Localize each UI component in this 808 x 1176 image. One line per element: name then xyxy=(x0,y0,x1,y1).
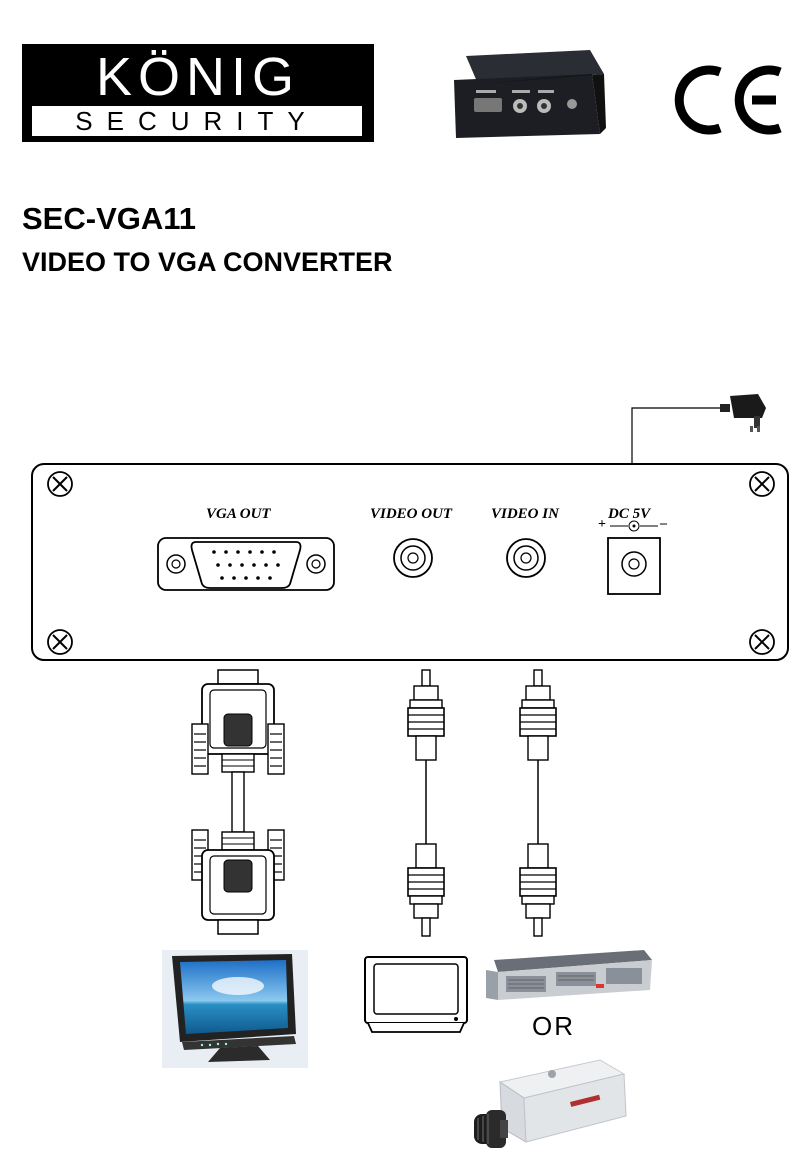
product-name: VIDEO TO VGA CONVERTER xyxy=(22,247,393,277)
power-adapter-cable xyxy=(631,394,766,466)
dc-label: DC 5V xyxy=(608,506,651,522)
brand-sub: SECURITY xyxy=(32,106,362,136)
front-panel xyxy=(31,463,789,661)
rca-cable-video-out-icon xyxy=(407,669,445,937)
dvr-recorder-photo xyxy=(486,950,652,1000)
power-adapter-icon xyxy=(730,394,766,418)
screw-icon xyxy=(47,471,73,497)
screw-icon xyxy=(47,629,73,655)
screw-icon xyxy=(749,629,775,655)
dc-plus-sign: + xyxy=(598,517,606,532)
screw-icon xyxy=(749,471,775,497)
product-code: SEC-VGA11 xyxy=(22,201,197,236)
lcd-monitor-photo xyxy=(162,950,308,1068)
video-in-label: VIDEO IN xyxy=(491,506,559,522)
ce-mark xyxy=(668,58,792,142)
video-out-port-icon xyxy=(393,538,433,578)
or-label: OR xyxy=(532,1011,575,1041)
vga-port-icon xyxy=(157,537,335,591)
dc-jack-icon xyxy=(607,520,661,595)
vga-out-label: VGA OUT xyxy=(206,506,271,522)
brand-name: KÖNIG xyxy=(95,47,301,107)
cctv-camera-photo xyxy=(474,1059,627,1148)
dc-minus-sign: – xyxy=(660,516,667,531)
dc-plug-icon xyxy=(720,404,730,412)
video-in-port-icon xyxy=(506,538,546,578)
konig-security-logo: KÖNIG SECURITY xyxy=(22,44,374,142)
ce-mark-icon xyxy=(674,65,782,135)
rca-cable-video-in-icon xyxy=(519,669,557,937)
crt-monitor-icon xyxy=(364,956,468,1033)
video-out-label: VIDEO OUT xyxy=(370,506,453,522)
vga-cable-icon xyxy=(191,669,285,935)
converter-product-photo xyxy=(454,50,606,138)
